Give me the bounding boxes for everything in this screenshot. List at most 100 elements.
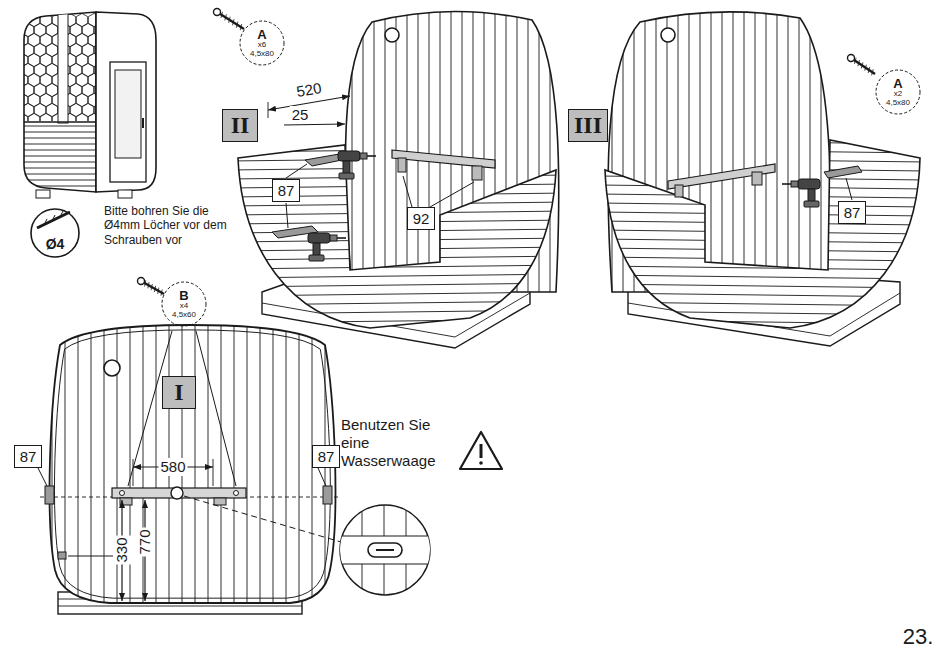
- drill-icon: [338, 151, 376, 179]
- drill-battery: [309, 255, 324, 261]
- dimension-label: 330: [113, 535, 131, 564]
- wall-rail: [668, 164, 775, 189]
- screw-head: [138, 278, 145, 285]
- slat-line: [230, 274, 570, 278]
- slot-line: [376, 549, 394, 551]
- drill-battery: [804, 201, 819, 207]
- detail-magnifier: [184, 496, 440, 600]
- detail-leader: [184, 496, 341, 542]
- drill-chuck: [791, 181, 798, 187]
- callout-number: 92: [413, 210, 430, 227]
- shingle: [16, 113, 27, 126]
- slat-line: [598, 266, 926, 270]
- screw-thread: [161, 290, 162, 296]
- screw-thread: [154, 286, 155, 292]
- slat-line: [766, 0, 767, 300]
- shingle: [40, 113, 51, 126]
- warning-triangle: [460, 432, 502, 469]
- node-text: III: [574, 112, 602, 139]
- slat-line: [230, 202, 570, 206]
- screw-icon: [138, 278, 165, 296]
- screw-spec: x2: [886, 90, 910, 98]
- warning-note: Benutzen Sie eine Wasserwaage: [341, 416, 441, 470]
- slat-line: [230, 211, 570, 215]
- shingle: [46, 123, 57, 136]
- slat-line: [230, 256, 570, 260]
- rail-screw: [120, 491, 125, 496]
- pipe-hole: [104, 360, 120, 376]
- node-text: II: [231, 112, 250, 139]
- slat-line: [230, 220, 570, 224]
- slat-line: [20, 168, 100, 169]
- slat-line: [777, 0, 778, 300]
- drill-bit: [782, 183, 791, 185]
- slat-line: [20, 162, 100, 163]
- screw-head: [848, 55, 855, 62]
- mounting-plate: [824, 166, 862, 178]
- front-panel: [96, 12, 156, 192]
- node-text: 87: [20, 448, 37, 465]
- slat-line: [598, 302, 926, 306]
- slat-line: [20, 174, 100, 175]
- floor-shell: [238, 145, 556, 328]
- slat-line: [598, 311, 926, 315]
- side-plate: [45, 486, 54, 504]
- slat-line: [299, 320, 300, 610]
- callout-number: 87: [278, 182, 295, 199]
- screw-thread: [233, 19, 235, 25]
- icon-circle: [31, 209, 79, 257]
- slat-line: [711, 0, 712, 300]
- floor-outline: [238, 145, 556, 328]
- slat-line: [20, 126, 100, 127]
- dimension-label: 25: [290, 106, 311, 124]
- shingle: [70, 123, 81, 136]
- slat-line: [247, 320, 248, 610]
- drill-handle: [808, 189, 815, 202]
- callout-circle: [162, 282, 206, 326]
- slat-line: [799, 0, 800, 300]
- part-number: 92: [407, 207, 435, 230]
- slat-line: [91, 320, 92, 610]
- drill-body: [308, 233, 330, 243]
- callout-circle: [876, 70, 920, 114]
- leader-line: [286, 164, 307, 178]
- leader-line: [38, 468, 47, 486]
- slat-line: [429, 0, 430, 300]
- slat-line: [230, 292, 570, 296]
- slat-line: [598, 248, 926, 252]
- extension-line: [268, 102, 269, 118]
- slat-line: [130, 320, 131, 610]
- wall-inner-edge: [54, 330, 330, 598]
- screw-shank: [851, 58, 875, 74]
- screw-thread: [221, 12, 223, 18]
- slat-line: [230, 319, 570, 323]
- drill-handle: [343, 161, 350, 174]
- shingle: [34, 123, 45, 136]
- slat-line: [221, 320, 222, 610]
- callout-number: 87: [844, 204, 861, 221]
- slat-line: [418, 0, 419, 300]
- part-number: 87: [14, 445, 42, 468]
- step-number: III: [568, 109, 608, 142]
- slat-line: [20, 144, 100, 145]
- side-plate: [323, 486, 332, 504]
- leader-line: [68, 556, 118, 557]
- slat-line: [598, 275, 926, 279]
- slat-line: [230, 247, 570, 251]
- step-label: I: [174, 379, 183, 406]
- slat-line: [407, 0, 408, 300]
- slat-line: [821, 0, 822, 300]
- slat-line: [208, 320, 209, 610]
- floor-shell: [605, 140, 920, 328]
- screw-thread: [865, 65, 867, 71]
- screw-icon: [848, 55, 876, 76]
- node-text: 87: [318, 448, 335, 465]
- screw-thread: [225, 14, 227, 20]
- shingle: [82, 123, 93, 136]
- slat-line: [788, 0, 789, 300]
- slat-lines: [52, 320, 338, 610]
- extension-line: [133, 459, 134, 486]
- dimension-label: 770: [136, 527, 154, 556]
- step-label: III: [574, 112, 602, 139]
